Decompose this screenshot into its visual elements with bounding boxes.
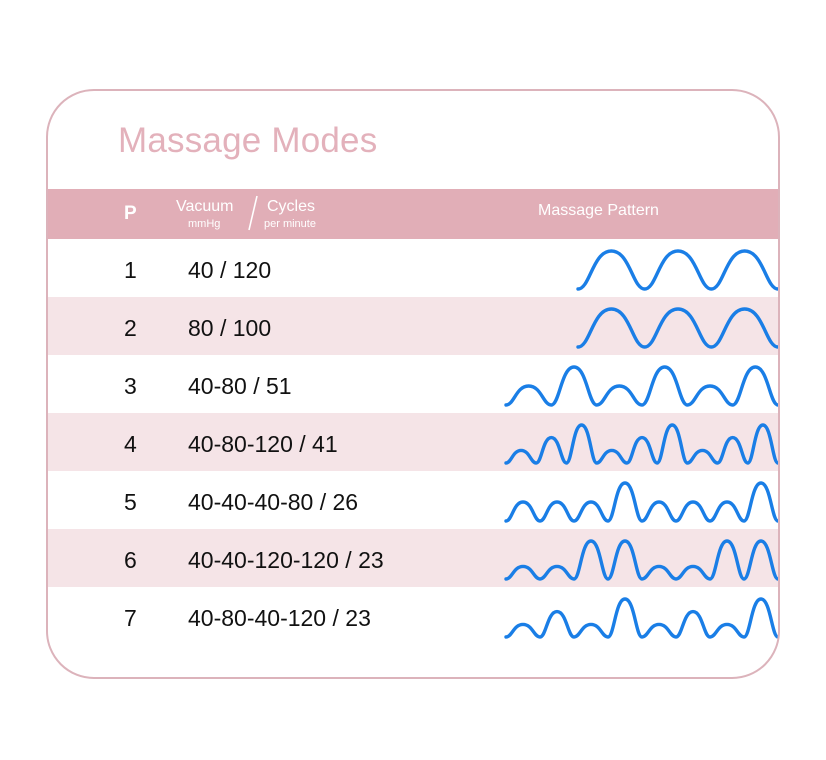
- wave-line: [504, 481, 778, 523]
- mode-row: 1 40 / 120: [48, 239, 778, 297]
- mode-number: 7: [124, 605, 137, 631]
- mode-number: 2: [124, 315, 137, 341]
- mode-number: 4: [124, 431, 137, 457]
- header-slash-divider: [248, 195, 258, 231]
- massage-pattern-wave: [576, 307, 778, 349]
- mode-vacuum-cycles: 40 / 120: [188, 257, 272, 283]
- massage-pattern-wave: [504, 481, 778, 523]
- massage-pattern-wave: [576, 249, 778, 291]
- mode-row: 5 40-40-40-80 / 26: [48, 471, 778, 529]
- mode-row: 4 40-80-120 / 41: [48, 413, 778, 471]
- header-massage-pattern: Massage Pattern: [538, 202, 659, 219]
- table-header: P Vacuum mmHg Cycles per minute Massage …: [48, 189, 778, 239]
- wave-line: [504, 365, 778, 407]
- wave-line: [504, 539, 778, 581]
- massage-pattern-wave: [504, 365, 778, 407]
- mode-row: 2 80 / 100: [48, 297, 778, 355]
- mode-vacuum-cycles: 40-80-40-120 / 23: [188, 605, 371, 631]
- header-p: P: [124, 203, 137, 224]
- header-cycles-unit: per minute: [264, 218, 316, 230]
- header-vacuum-unit: mmHg: [188, 218, 221, 230]
- wave-line: [576, 249, 778, 291]
- mode-vacuum-cycles: 40-80 / 51: [188, 373, 292, 399]
- card-title: Massage Modes: [118, 121, 378, 160]
- header-vacuum: Vacuum: [176, 198, 234, 215]
- mode-number: 3: [124, 373, 137, 399]
- mode-number: 1: [124, 257, 137, 283]
- mode-row: 3 40-80 / 51: [48, 355, 778, 413]
- header-cycles: Cycles: [267, 198, 316, 215]
- mode-number: 6: [124, 547, 137, 573]
- mode-vacuum-cycles: 40-40-40-80 / 26: [188, 489, 359, 515]
- massage-modes-card: Massage Modes P Vacuum mmHg Cycles per m…: [46, 89, 780, 679]
- wave-line: [504, 423, 778, 465]
- wave-line: [576, 307, 778, 349]
- massage-pattern-wave: [504, 539, 778, 581]
- mode-row: 6 40-40-120-120 / 23: [48, 529, 778, 587]
- mode-vacuum-cycles: 80 / 100: [188, 315, 272, 341]
- mode-number: 5: [124, 489, 137, 515]
- mode-vacuum-cycles: 40-40-120-120 / 23: [188, 547, 384, 573]
- massage-pattern-wave: [504, 597, 778, 639]
- wave-line: [504, 597, 778, 639]
- massage-pattern-wave: [504, 423, 778, 465]
- mode-row: 7 40-80-40-120 / 23: [48, 587, 778, 645]
- mode-vacuum-cycles: 40-80-120 / 41: [188, 431, 338, 457]
